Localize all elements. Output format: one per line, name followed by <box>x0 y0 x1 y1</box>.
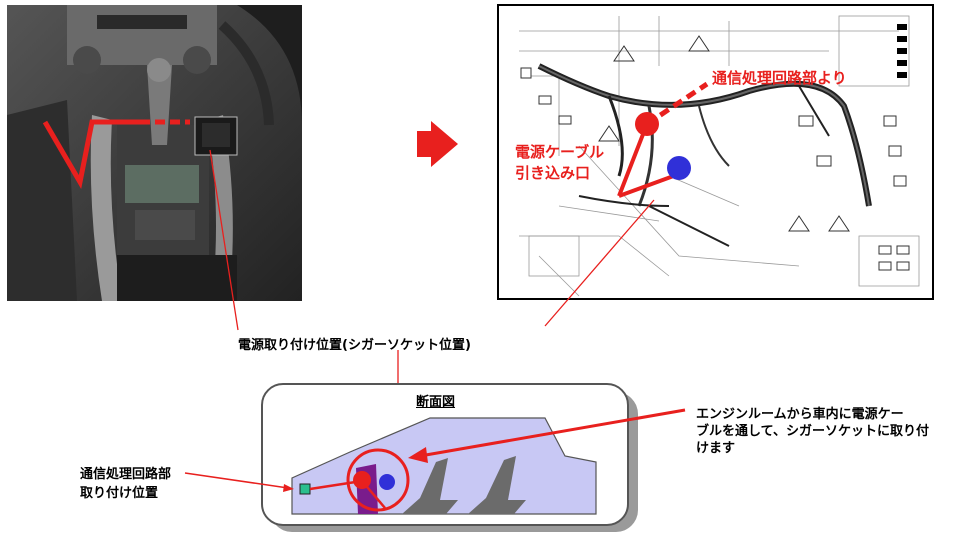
console-photo-illustration <box>7 5 302 301</box>
cross-section-title: 断面図 <box>416 395 456 410</box>
note-unit-line1: 通信処理回路部 <box>80 467 172 482</box>
note-unit-line2: 取り付け位置 <box>80 486 159 501</box>
label-entry-line1: 電源ケーブル <box>515 143 605 161</box>
note-cable-line1: エンジンルームから車内に電源ケー <box>696 407 904 422</box>
note-cable-line2: ブルを通して、シガーソケットに取り付 <box>696 424 929 439</box>
right-arrow-icon <box>417 121 458 167</box>
note-cable-line3: けます <box>696 441 736 456</box>
console-photo <box>7 5 302 301</box>
wiring-diagram-illustration <box>519 15 920 297</box>
label-from-unit: 通信処理回路部より <box>712 69 847 87</box>
label-entry-line2: 引き込み口 <box>515 164 591 182</box>
caption-mount-position: 電源取り付け位置(シガーソケット位置) <box>238 338 471 353</box>
wiring-diagram <box>497 4 934 300</box>
